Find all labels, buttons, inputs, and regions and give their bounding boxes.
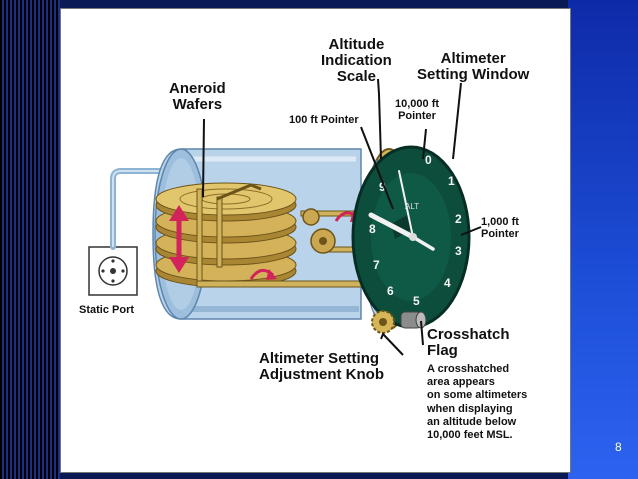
label-aneroid-wafers: Aneroid Wafers xyxy=(169,80,226,113)
dial-alt-text: ALT xyxy=(405,202,419,211)
right-panel xyxy=(568,0,638,479)
dial-number: 5 xyxy=(413,294,420,308)
adjustment-knob xyxy=(371,310,427,334)
dial-number: 3 xyxy=(455,244,462,258)
dial-number: 0 xyxy=(425,153,432,167)
label-10000ft-pointer: 10,000 ft Pointer xyxy=(395,98,440,122)
left-stripes xyxy=(0,0,60,479)
label-adjustment-knob: Altimeter Setting Adjustment Knob xyxy=(259,350,384,383)
dial-number: 8 xyxy=(369,222,376,236)
expansion-arrow xyxy=(169,205,189,273)
slide-number: 8 xyxy=(615,440,622,454)
label-crosshatch-flag: Crosshatch Flag xyxy=(427,326,510,359)
label-100ft-pointer: 100 ft Pointer xyxy=(289,114,359,126)
dial-number: 4 xyxy=(444,276,451,290)
aneroid-wafers xyxy=(155,182,297,288)
dial-number: 9 xyxy=(379,180,386,194)
dial-number: 6 xyxy=(387,284,394,298)
static-tube xyxy=(110,168,162,250)
label-static-port: Static Port xyxy=(79,304,135,316)
label-altitude-scale: Altitude Indication Scale xyxy=(321,36,392,85)
crosshatch-description: A crosshatched area appears on some alti… xyxy=(427,363,528,441)
dial-number: 2 xyxy=(455,212,462,226)
altimeter-diagram: ALT 0 1 2 3 4 5 6 7 8 9 xyxy=(88,78,482,356)
label-setting-window: Altimeter Setting Window xyxy=(417,50,530,83)
static-port-box xyxy=(88,246,138,296)
dial-numbers: 0 1 2 3 4 5 6 7 8 9 xyxy=(369,153,462,308)
dial-number: 7 xyxy=(373,258,380,272)
diagram-frame: ALT 0 1 2 3 4 5 6 7 8 9 xyxy=(60,8,571,473)
dial-number: 1 xyxy=(448,174,455,188)
leader-lines xyxy=(202,78,482,356)
label-1000ft-pointer: 1,000 ft Pointer xyxy=(481,216,519,240)
